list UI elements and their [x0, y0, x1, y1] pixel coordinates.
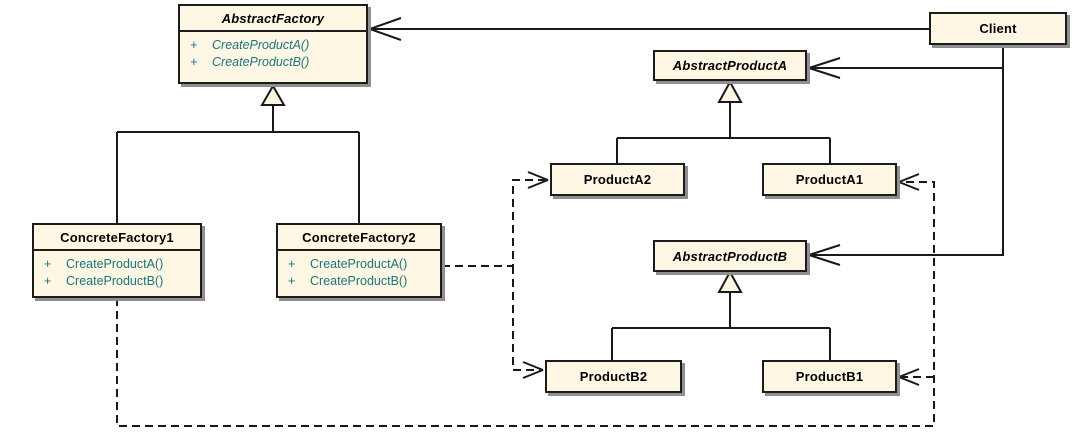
- class-title: ProductA1: [795, 172, 864, 187]
- method-list: + CreateProductA() + CreateProductB(): [34, 251, 200, 292]
- method-item: + CreateProductA(): [190, 38, 310, 52]
- generalization-factories: [116, 84, 360, 223]
- class-concrete-factory1[interactable]: ConcreteFactory1 + CreateProductA() + Cr…: [32, 223, 202, 298]
- method-item: + CreateProductB(): [288, 274, 408, 288]
- dependency-concretefactory2: [442, 171, 549, 379]
- class-title: AbstractProductA: [672, 58, 788, 73]
- method-item: + CreateProductB(): [190, 55, 310, 69]
- hollow-triangle-icon: [717, 79, 743, 103]
- class-concrete-factory2[interactable]: ConcreteFactory2 + CreateProductA() + Cr…: [276, 223, 442, 298]
- class-title: ProductB1: [795, 369, 864, 384]
- association-client-abstractfactory: [369, 17, 929, 41]
- class-abstract-product-a[interactable]: AbstractProductA: [653, 50, 807, 81]
- class-abstract-product-b[interactable]: AbstractProductB: [653, 240, 807, 272]
- class-product-b1[interactable]: ProductB1: [762, 360, 897, 393]
- method-item: + CreateProductA(): [44, 257, 164, 271]
- hollow-triangle-icon: [717, 269, 743, 293]
- class-title: AbstractFactory: [180, 6, 366, 32]
- class-abstract-factory[interactable]: AbstractFactory + CreateProductA() + Cre…: [178, 4, 368, 84]
- method-item: + CreateProductA(): [288, 257, 408, 271]
- association-client-abstractproducts: [808, 44, 1004, 266]
- class-client[interactable]: Client: [929, 12, 1067, 45]
- method-item: + CreateProductB(): [44, 274, 164, 288]
- class-product-b2[interactable]: ProductB2: [545, 360, 682, 393]
- generalization-products-b: [611, 269, 831, 360]
- class-title: ConcreteFactory1: [34, 225, 200, 251]
- class-product-a1[interactable]: ProductA1: [762, 163, 897, 196]
- method-list: + CreateProductA() + CreateProductB(): [180, 32, 366, 73]
- generalization-products-a: [616, 79, 831, 163]
- method-list: + CreateProductA() + CreateProductB(): [278, 251, 440, 292]
- hollow-triangle-icon: [260, 84, 286, 106]
- class-title: AbstractProductB: [672, 248, 788, 264]
- class-title: Client: [979, 21, 1017, 36]
- class-title: ProductB2: [579, 369, 648, 384]
- class-product-a2[interactable]: ProductA2: [550, 163, 685, 196]
- class-title: ProductA2: [583, 172, 652, 187]
- class-title: ConcreteFactory2: [278, 225, 440, 251]
- dependency-concretefactory1: [116, 173, 935, 427]
